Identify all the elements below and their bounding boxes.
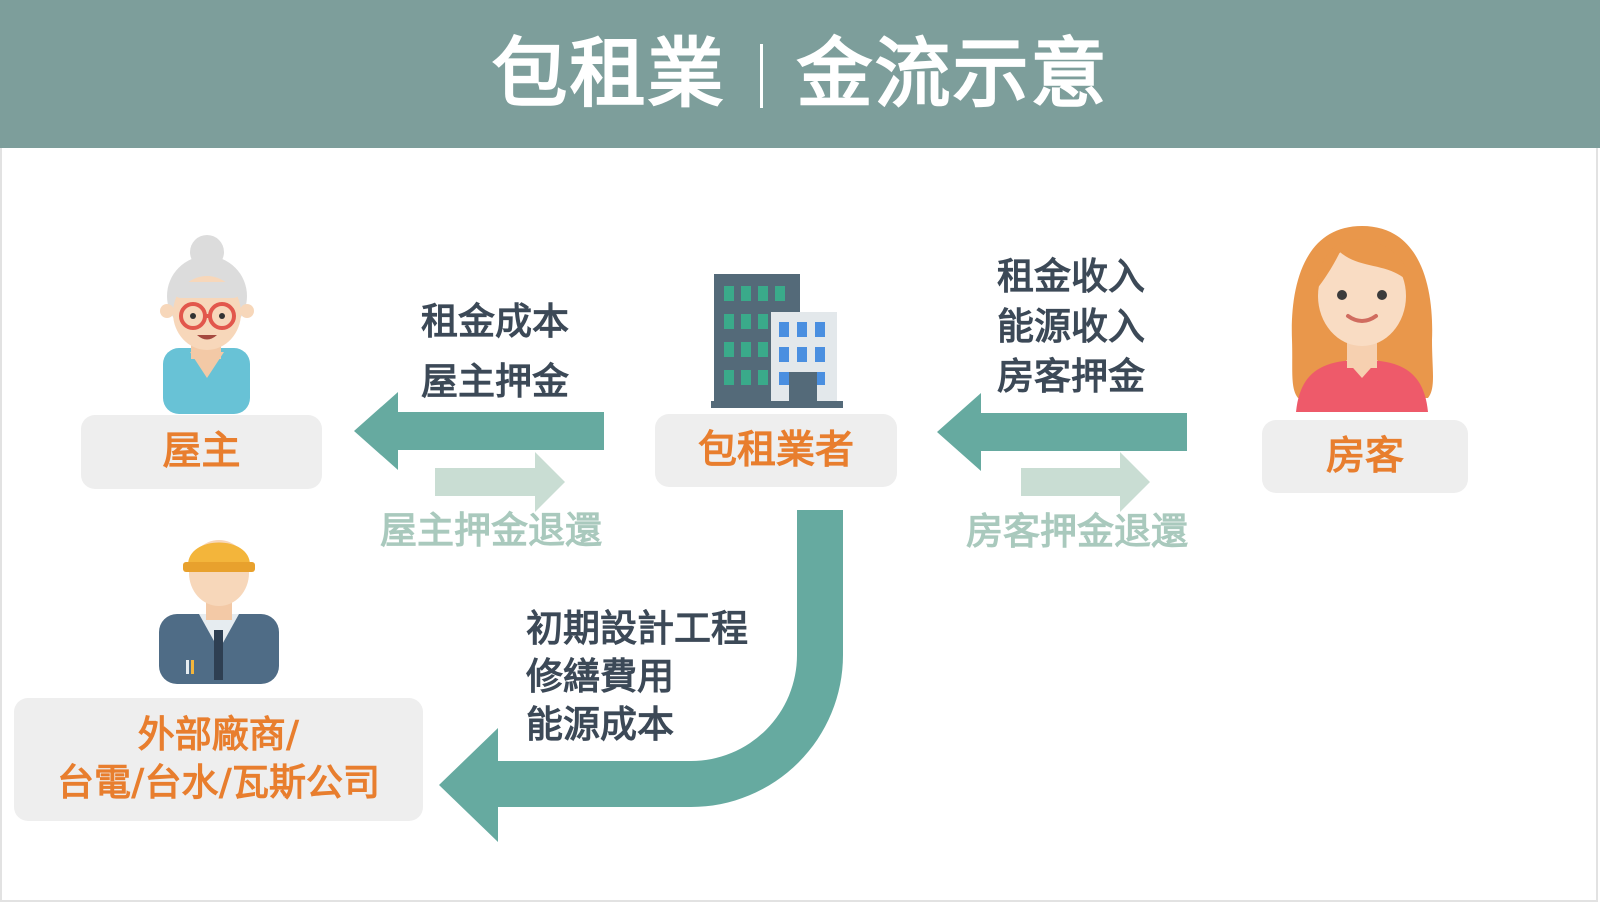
construction-worker-icon — [159, 540, 279, 684]
arrow-tenant-refund — [1021, 452, 1150, 512]
header-bar — [0, 0, 1600, 148]
flow-label-operator-to-vendor: 初期設計工程 修繕費用 能源成本 — [526, 605, 748, 749]
flow-label-tenant-to-operator: 租金收入 能源收入 房客押金 — [997, 252, 1145, 402]
elderly-woman-icon — [160, 235, 254, 414]
title-main: 包租業 — [491, 29, 726, 118]
vendor-node: 外部廠商/ 台電/台水/瓦斯公司 — [14, 698, 423, 821]
owner-node: 屋主 — [81, 415, 322, 489]
flow-label-owner-refund: 屋主押金退還 — [380, 509, 602, 552]
operator-node: 包租業者 — [655, 414, 897, 487]
flow-item-tenant-deposit: 房客押金 — [997, 355, 1145, 398]
arrow-operator-to-vendor — [439, 510, 843, 842]
vendor-label-line1: 外部廠商/ — [137, 713, 300, 756]
operator-label: 包租業者 — [697, 428, 854, 473]
flow-item-rent-income: 租金收入 — [997, 255, 1145, 298]
flow-item-design-engineering: 初期設計工程 — [526, 607, 748, 650]
flow-item-energy-cost: 能源成本 — [526, 703, 674, 746]
flow-label-tenant-refund: 房客押金退還 — [966, 510, 1188, 553]
arrow-operator-to-owner — [354, 392, 604, 470]
flow-item-owner-deposit: 屋主押金 — [421, 360, 569, 403]
page-title: 包租業金流示意 — [0, 24, 1600, 124]
flow-label-operator-to-owner: 租金成本 屋主押金 — [421, 292, 569, 412]
tenant-label: 房客 — [1325, 434, 1404, 479]
title-divider — [759, 44, 763, 108]
tenant-node: 房客 — [1262, 420, 1468, 493]
flow-item-energy-income: 能源收入 — [997, 305, 1145, 348]
arrow-tenant-to-operator — [937, 393, 1187, 471]
flow-item-rent-cost: 租金成本 — [421, 300, 569, 343]
vendor-label-line2: 台電/台水/瓦斯公司 — [56, 761, 381, 804]
arrow-owner-refund — [435, 452, 565, 512]
slide-frame — [0, 148, 1598, 902]
young-woman-icon — [1291, 226, 1433, 412]
flow-item-repair-fees: 修繕費用 — [526, 655, 674, 698]
office-building-icon — [711, 274, 843, 408]
owner-label: 屋主 — [162, 429, 241, 474]
title-sub: 金流示意 — [796, 29, 1109, 118]
